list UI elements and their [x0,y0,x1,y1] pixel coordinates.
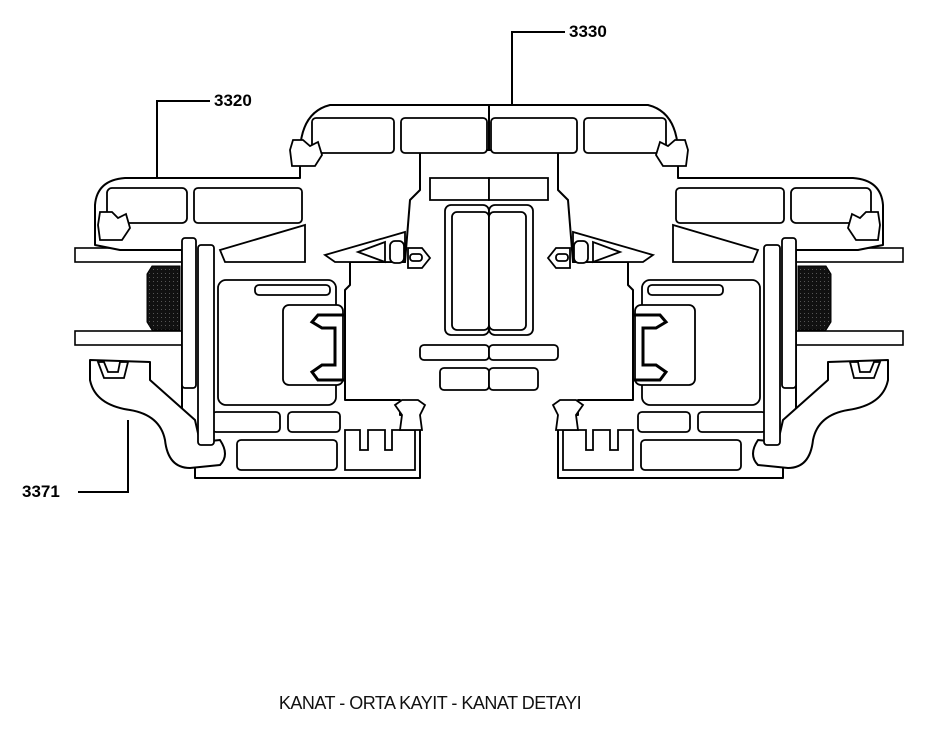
label-3330: 3330 [569,22,607,41]
label-3371: 3371 [22,482,60,501]
right-sash-section [487,103,905,480]
leader-lines [78,31,565,493]
left-sash-section [73,103,491,480]
drawing-caption: KANAT - ORTA KAYIT - KANAT DETAYI [278,693,582,713]
label-3320: 3320 [214,91,252,110]
